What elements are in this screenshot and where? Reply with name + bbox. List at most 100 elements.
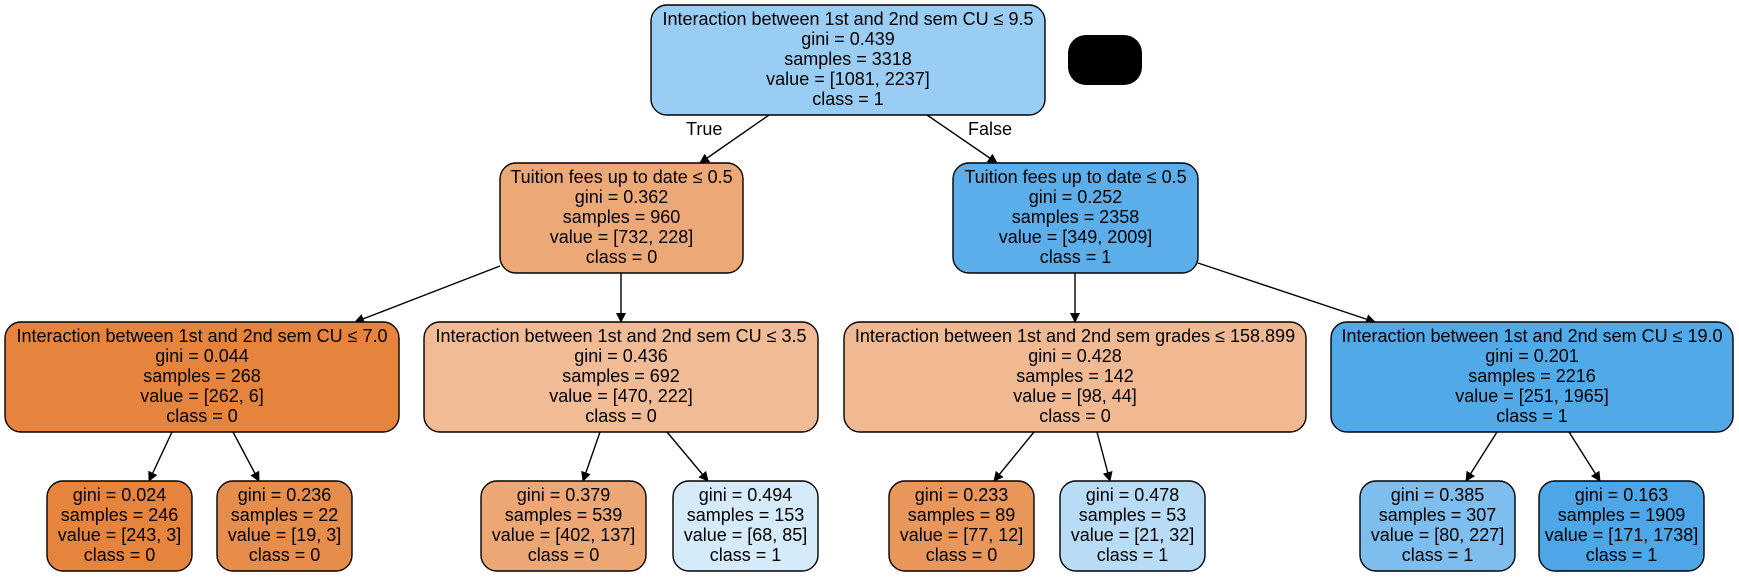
node-line: class = 1 bbox=[710, 545, 782, 565]
node-box bbox=[216, 480, 353, 572]
node-line: value = [251, 1965] bbox=[1455, 386, 1609, 406]
edge-n2-to-n6 bbox=[1197, 262, 1376, 324]
node-box bbox=[499, 162, 744, 274]
node-line: value = [402, 137] bbox=[492, 525, 636, 545]
node-line: value = [21, 32] bbox=[1071, 525, 1195, 545]
tree-node-n5: Interaction between 1st and 2nd sem grad… bbox=[843, 321, 1307, 433]
node-line: samples = 692 bbox=[562, 366, 680, 386]
node-line: samples = 268 bbox=[143, 366, 261, 386]
node-line: class = 1 bbox=[1496, 406, 1568, 426]
node-line: class = 1 bbox=[812, 89, 884, 109]
node-line: value = [262, 6] bbox=[140, 386, 264, 406]
edge-n6-to-n14 bbox=[1568, 431, 1601, 482]
node-line: samples = 142 bbox=[1016, 366, 1134, 386]
node-line: value = [80, 227] bbox=[1371, 525, 1505, 545]
node-line: class = 0 bbox=[84, 545, 156, 565]
node-line: Interaction between 1st and 2nd sem CU ≤… bbox=[435, 326, 806, 346]
node-box bbox=[1330, 321, 1734, 433]
tree-node-n6: Interaction between 1st and 2nd sem CU ≤… bbox=[1330, 321, 1734, 433]
node-line: gini = 0.233 bbox=[915, 485, 1009, 505]
node-line: samples = 53 bbox=[1079, 505, 1187, 525]
node-line: class = 0 bbox=[249, 545, 321, 565]
node-line: gini = 0.201 bbox=[1485, 346, 1579, 366]
edge-n5-to-n12 bbox=[1096, 431, 1113, 482]
node-line: gini = 0.379 bbox=[517, 485, 611, 505]
node-line: samples = 2358 bbox=[1012, 207, 1140, 227]
node-line: gini = 0.428 bbox=[1028, 346, 1122, 366]
node-line: gini = 0.252 bbox=[1029, 187, 1123, 207]
node-line: samples = 539 bbox=[505, 505, 623, 525]
node-line: Interaction between 1st and 2nd sem grad… bbox=[855, 326, 1295, 346]
node-line: gini = 0.436 bbox=[574, 346, 668, 366]
edge-n4-to-n10 bbox=[666, 431, 709, 482]
node-line: value = [68, 85] bbox=[684, 525, 808, 545]
node-line: class = 0 bbox=[1039, 406, 1111, 426]
node-line: class = 1 bbox=[1586, 545, 1658, 565]
redaction-blob bbox=[1068, 35, 1142, 85]
node-line: gini = 0.044 bbox=[155, 346, 249, 366]
edge-label-false: False bbox=[968, 119, 1012, 139]
edge-n1-to-n3 bbox=[354, 265, 501, 324]
node-line: gini = 0.439 bbox=[801, 29, 895, 49]
node-box bbox=[650, 4, 1046, 116]
node-line: samples = 153 bbox=[687, 505, 805, 525]
node-box bbox=[4, 321, 400, 433]
node-line: class = 1 bbox=[1040, 247, 1112, 267]
node-line: samples = 307 bbox=[1379, 505, 1497, 525]
node-line: class = 0 bbox=[586, 247, 658, 267]
edge-n0-to-n2 bbox=[926, 114, 998, 164]
edge-n5-to-n11 bbox=[993, 431, 1035, 482]
node-line: value = [1081, 2237] bbox=[766, 69, 930, 89]
node-box bbox=[888, 480, 1035, 572]
edge-n0-to-n1 bbox=[699, 114, 770, 164]
tree-nodes: Interaction between 1st and 2nd sem CU ≤… bbox=[4, 4, 1734, 572]
node-box bbox=[1538, 480, 1705, 572]
node-line: class = 1 bbox=[1097, 545, 1169, 565]
edge-labels: True False bbox=[686, 119, 1012, 139]
node-line: value = [77, 12] bbox=[900, 525, 1024, 545]
tree-node-n4: Interaction between 1st and 2nd sem CU ≤… bbox=[423, 321, 819, 433]
node-line: gini = 0.236 bbox=[238, 485, 332, 505]
node-line: Interaction between 1st and 2nd sem CU ≤… bbox=[16, 326, 387, 346]
node-box bbox=[46, 480, 193, 572]
node-line: value = [171, 1738] bbox=[1545, 525, 1699, 545]
node-box bbox=[672, 480, 819, 572]
node-line: Tuition fees up to date ≤ 0.5 bbox=[510, 167, 732, 187]
node-line: value = [98, 44] bbox=[1013, 386, 1137, 406]
edge-n3-to-n8 bbox=[232, 431, 260, 482]
node-line: class = 0 bbox=[585, 406, 657, 426]
node-line: Tuition fees up to date ≤ 0.5 bbox=[964, 167, 1186, 187]
node-line: samples = 2216 bbox=[1468, 366, 1596, 386]
node-line: class = 0 bbox=[528, 545, 600, 565]
node-line: samples = 22 bbox=[231, 505, 339, 525]
node-line: class = 0 bbox=[926, 545, 998, 565]
node-line: value = [243, 3] bbox=[58, 525, 182, 545]
edge-n3-to-n7 bbox=[148, 431, 173, 482]
node-line: samples = 3318 bbox=[784, 49, 912, 69]
node-line: samples = 960 bbox=[563, 207, 681, 227]
node-line: gini = 0.478 bbox=[1086, 485, 1180, 505]
node-line: samples = 89 bbox=[908, 505, 1016, 525]
edge-label-true: True bbox=[686, 119, 722, 139]
node-box bbox=[423, 321, 819, 433]
node-line: value = [470, 222] bbox=[549, 386, 693, 406]
node-line: gini = 0.024 bbox=[73, 485, 167, 505]
node-box bbox=[843, 321, 1307, 433]
node-line: samples = 1909 bbox=[1558, 505, 1686, 525]
tree-node-n0: Interaction between 1st and 2nd sem CU ≤… bbox=[650, 4, 1046, 116]
node-box bbox=[1359, 480, 1516, 572]
node-line: value = [19, 3] bbox=[228, 525, 342, 545]
node-line: class = 0 bbox=[166, 406, 238, 426]
node-line: class = 1 bbox=[1402, 545, 1474, 565]
node-line: Interaction between 1st and 2nd sem CU ≤… bbox=[1341, 326, 1722, 346]
edge-n4-to-n9 bbox=[581, 431, 601, 482]
